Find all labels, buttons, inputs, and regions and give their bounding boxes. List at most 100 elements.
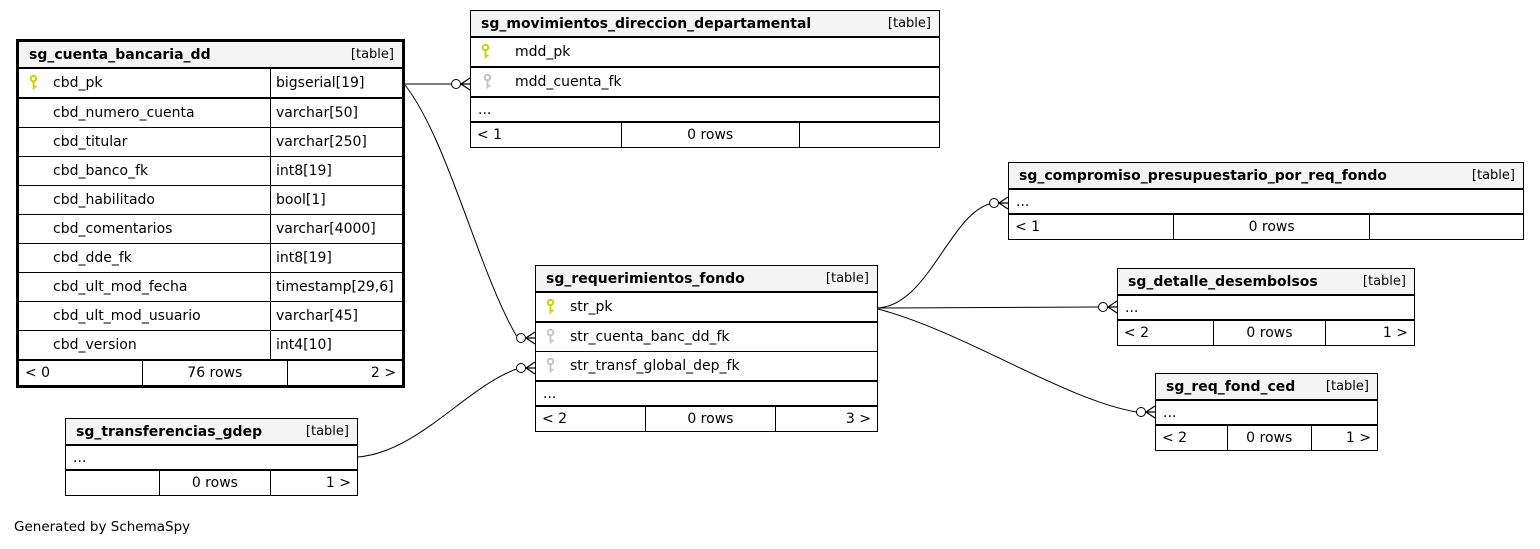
table-header[interactable]: sg_transferencias_gdep [table] (66, 419, 357, 446)
more-columns-ellipsis: ... (1156, 401, 1377, 426)
table-sg_cuenta_bancaria_dd[interactable]: sg_cuenta_bancaria_dd [table] cbd_pk big… (16, 39, 405, 388)
table-badge: [table] (350, 47, 394, 62)
related-parents: < 1 (1015, 219, 1041, 235)
more-columns-ellipsis: ... (536, 382, 877, 407)
row-count: 0 rows (159, 471, 270, 495)
primary-key-icon (28, 74, 39, 92)
column-name: cbd_dde_fk (53, 250, 132, 266)
more-columns-ellipsis: ... (66, 446, 357, 471)
column-name: cbd_ult_mod_usuario (53, 308, 201, 324)
column-row-cbd_comentarios: cbd_comentarios varchar[4000] (19, 215, 402, 244)
row-count: 0 rows (620, 123, 799, 147)
fk-connector-requerimientos-to-compromiso (877, 196, 1009, 309)
column-row-cbd_pk: cbd_pk bigserial[19] (19, 69, 402, 99)
related-children (798, 123, 939, 147)
row-count: 0 rows (1173, 215, 1368, 239)
table-name: sg_cuenta_bancaria_dd (29, 46, 211, 63)
fk-connector-requerimientos-to-detalle (877, 300, 1118, 314)
column-type: bool[1] (270, 186, 402, 214)
column-type: timestamp[29,6] (270, 273, 402, 301)
column-name: cbd_banco_fk (53, 163, 149, 179)
table-header[interactable]: sg_req_fond_ced [table] (1156, 374, 1377, 401)
table-sg_requerimientos_fondo[interactable]: sg_requerimientos_fondo [table] str_pk s… (535, 265, 878, 432)
table-sg_transferencias_gdep[interactable]: sg_transferencias_gdep [table] ... 0 row… (65, 418, 358, 496)
fk-connector-cuenta-to-requerimientos (404, 84, 536, 345)
fk-connector-cuenta-to-movimientos (405, 77, 471, 91)
table-header[interactable]: sg_movimientos_direccion_departamental [… (471, 11, 939, 38)
table-badge: [table] (1471, 168, 1515, 183)
column-name: cbd_habilitado (53, 192, 155, 208)
column-row-cbd_dde_fk: cbd_dde_fk int8[19] (19, 244, 402, 273)
table-header[interactable]: sg_requerimientos_fondo [table] (536, 266, 877, 293)
column-name: mdd_pk (515, 44, 571, 60)
table-name: sg_req_fond_ced (1166, 378, 1296, 395)
table-footer: < 2 0 rows 1 > (1156, 426, 1377, 450)
related-parents (66, 471, 159, 495)
column-name: str_pk (570, 299, 613, 315)
column-name: cbd_pk (53, 75, 103, 91)
related-parents: < 2 (1162, 430, 1188, 446)
related-children: 1 > (1325, 321, 1414, 345)
foreign-key-icon (545, 357, 556, 375)
column-name: cbd_titular (53, 134, 128, 150)
table-sg_detalle_desembolsos[interactable]: sg_detalle_desembolsos [table] ... < 2 0… (1117, 268, 1415, 346)
fk-connector-requerimientos-to-ced (877, 308, 1156, 419)
column-row-str_transf_global_dep_fk: str_transf_global_dep_fk (536, 352, 877, 382)
more-columns-ellipsis: ... (471, 98, 939, 123)
related-parents: < 2 (542, 411, 568, 427)
generated-by-note: Generated by SchemaSpy (14, 519, 191, 535)
table-name: sg_compromiso_presupuestario_por_req_fon… (1019, 167, 1388, 184)
column-row-cbd_version: cbd_version int4[10] (19, 331, 402, 361)
row-count: 76 rows (141, 361, 288, 385)
table-header[interactable]: sg_detalle_desembolsos [table] (1118, 269, 1414, 296)
table-badge: [table] (1325, 379, 1369, 394)
more-columns-ellipsis: ... (1118, 296, 1414, 321)
related-children: 1 > (269, 471, 357, 495)
primary-key-icon (480, 43, 491, 61)
column-row-cbd_ult_mod_fecha: cbd_ult_mod_fecha timestamp[29,6] (19, 273, 402, 302)
column-type: int4[10] (270, 331, 402, 359)
primary-key-icon (545, 298, 556, 316)
row-count: 0 rows (1226, 426, 1311, 450)
column-type: varchar[4000] (270, 215, 402, 243)
related-children (1368, 215, 1523, 239)
table-sg_req_fond_ced[interactable]: sg_req_fond_ced [table] ... < 2 0 rows 1… (1155, 373, 1378, 451)
column-name: cbd_version (53, 337, 137, 353)
table-sg_compromiso_presupuestario_por_req_fondo[interactable]: sg_compromiso_presupuestario_por_req_fon… (1008, 162, 1524, 240)
table-footer: < 1 0 rows (1009, 215, 1523, 239)
related-children: 1 > (1310, 426, 1377, 450)
table-footer: < 2 0 rows 1 > (1118, 321, 1414, 345)
column-row-cbd_numero_cuenta: cbd_numero_cuenta varchar[50] (19, 99, 402, 128)
column-type: int8[19] (270, 244, 402, 272)
column-name: str_transf_global_dep_fk (570, 358, 740, 374)
row-count: 0 rows (1212, 321, 1325, 345)
table-badge: [table] (887, 16, 931, 31)
foreign-key-icon (545, 328, 556, 346)
column-name: str_cuenta_banc_dd_fk (570, 329, 730, 345)
column-row-cbd_habilitado: cbd_habilitado bool[1] (19, 186, 402, 215)
table-name: sg_detalle_desembolsos (1128, 273, 1318, 290)
related-parents: < 2 (1124, 325, 1150, 341)
table-name: sg_movimientos_direccion_departamental (481, 15, 812, 32)
column-row-cbd_ult_mod_usuario: cbd_ult_mod_usuario varchar[45] (19, 302, 402, 331)
column-row-cbd_titular: cbd_titular varchar[250] (19, 128, 402, 157)
foreign-key-icon (482, 73, 493, 91)
column-name: cbd_comentarios (53, 221, 173, 237)
table-footer: < 2 0 rows 3 > (536, 407, 877, 431)
table-footer: 0 rows 1 > (66, 471, 357, 495)
related-parents: < 0 (25, 365, 51, 381)
table-header[interactable]: sg_cuenta_bancaria_dd [table] (19, 42, 402, 69)
column-name: cbd_numero_cuenta (53, 105, 195, 121)
table-name: sg_requerimientos_fondo (546, 270, 745, 287)
table-sg_movimientos_direccion_departamental[interactable]: sg_movimientos_direccion_departamental [… (470, 10, 940, 148)
column-row-mdd_cuenta_fk: mdd_cuenta_fk (471, 68, 939, 98)
column-type: bigserial[19] (270, 69, 402, 97)
column-row-mdd_pk: mdd_pk (471, 38, 939, 68)
column-name: cbd_ult_mod_fecha (53, 279, 188, 295)
table-header[interactable]: sg_compromiso_presupuestario_por_req_fon… (1009, 163, 1523, 190)
table-name: sg_transferencias_gdep (76, 423, 263, 440)
table-footer: < 0 76 rows 2 > (19, 361, 402, 385)
row-count: 0 rows (645, 407, 775, 431)
